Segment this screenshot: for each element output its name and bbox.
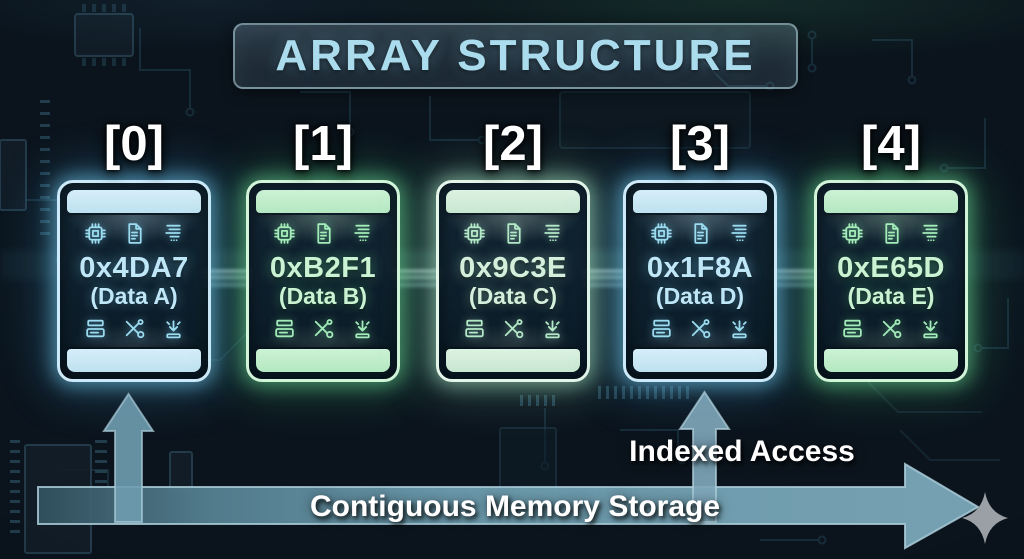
array-element-0: [0] 0x4DA7 (Data A): [57, 112, 211, 382]
cell-icons-top: [83, 221, 186, 246]
cell-top-bar: [67, 190, 201, 213]
cell-body: 0xB2F1 (Data B): [256, 215, 390, 347]
cell-icons-bottom: [272, 316, 375, 341]
cell-bottom-bar: [446, 349, 580, 372]
cell-connector-beam: [394, 260, 442, 294]
cell-top-bar: [446, 190, 580, 213]
chip-icon: [272, 221, 297, 246]
memory-cell: 0x4DA7 (Data A): [57, 180, 211, 382]
scissors-icon: [122, 316, 147, 341]
text-lines-icon: [727, 221, 752, 246]
cell-body: 0x4DA7 (Data A): [67, 215, 201, 347]
title-panel: ARRAY STRUCTURE: [233, 23, 798, 89]
server-icon: [462, 316, 487, 341]
index-label: [1]: [293, 117, 353, 171]
indexed-access-label: Indexed Access: [629, 435, 855, 468]
data-label: (Data B): [278, 283, 368, 309]
cell-icons-top: [840, 221, 943, 246]
cell-top-bar: [824, 190, 958, 213]
cell-connector-beam: [772, 260, 820, 294]
contiguous-memory-label: Contiguous Memory Storage: [309, 490, 721, 523]
memory-cell: 0xB2F1 (Data B): [246, 180, 400, 382]
scissors-icon: [311, 316, 336, 341]
download-icon: [350, 316, 375, 341]
data-label: (Data D): [655, 283, 745, 309]
document-icon: [879, 221, 904, 246]
index-label: [0]: [104, 117, 164, 171]
cell-connector-beam: [204, 260, 252, 294]
memory-cell: 0x9C3E (Data C): [436, 180, 590, 382]
cell-icons-top: [462, 221, 565, 246]
cell-icons-bottom: [649, 316, 752, 341]
array-element-2: [2] 0x9C3E (Data C): [436, 112, 590, 382]
chip-icon: [462, 221, 487, 246]
server-icon: [83, 316, 108, 341]
scissors-icon: [879, 316, 904, 341]
cell-body: 0x9C3E (Data C): [446, 215, 580, 347]
server-icon: [272, 316, 297, 341]
chip-icon: [649, 221, 674, 246]
cell-icons-bottom: [462, 316, 565, 341]
cell-bottom-bar: [633, 349, 767, 372]
memory-address: 0x1F8A: [646, 252, 754, 284]
data-label: (Data E): [847, 283, 935, 309]
text-lines-icon: [918, 221, 943, 246]
download-icon: [161, 316, 186, 341]
cell-icons-top: [649, 221, 752, 246]
download-icon: [540, 316, 565, 341]
scissors-icon: [501, 316, 526, 341]
download-icon: [918, 316, 943, 341]
memory-address: 0xB2F1: [269, 252, 377, 284]
cell-body: 0x1F8A (Data D): [633, 215, 767, 347]
scissors-icon: [688, 316, 713, 341]
text-lines-icon: [540, 221, 565, 246]
server-icon: [649, 316, 674, 341]
cell-top-bar: [633, 190, 767, 213]
cell-icons-bottom: [83, 316, 186, 341]
cell-body: 0xE65D (Data E): [824, 215, 958, 347]
memory-address: 0x4DA7: [79, 252, 189, 284]
text-lines-icon: [161, 221, 186, 246]
document-icon: [122, 221, 147, 246]
cell-bottom-bar: [824, 349, 958, 372]
array-element-1: [1] 0xB2F1 (Data B): [246, 112, 400, 382]
memory-cell: 0x1F8A (Data D): [623, 180, 777, 382]
array-element-3: [3] 0x1F8A (Data D): [623, 112, 777, 382]
index-label: [3]: [670, 117, 730, 171]
index-label: [4]: [861, 117, 921, 171]
diagram-title: ARRAY STRUCTURE: [275, 31, 756, 80]
cell-top-bar: [256, 190, 390, 213]
cell-bottom-bar: [67, 349, 201, 372]
chip-icon: [840, 221, 865, 246]
chip-icon: [83, 221, 108, 246]
data-label: (Data C): [468, 283, 558, 309]
memory-address: 0x9C3E: [459, 252, 567, 284]
data-label: (Data A): [90, 283, 178, 309]
document-icon: [311, 221, 336, 246]
array-element-4: [4] 0xE65D (Data E): [814, 112, 968, 382]
cell-icons-bottom: [840, 316, 943, 341]
download-icon: [727, 316, 752, 341]
cell-bottom-bar: [256, 349, 390, 372]
cell-connector-beam: [583, 260, 629, 294]
cell-icons-top: [272, 221, 375, 246]
index-label: [2]: [483, 117, 543, 171]
memory-cell: 0xE65D (Data E): [814, 180, 968, 382]
text-lines-icon: [350, 221, 375, 246]
memory-address: 0xE65D: [837, 252, 945, 284]
document-icon: [688, 221, 713, 246]
document-icon: [501, 221, 526, 246]
server-icon: [840, 316, 865, 341]
